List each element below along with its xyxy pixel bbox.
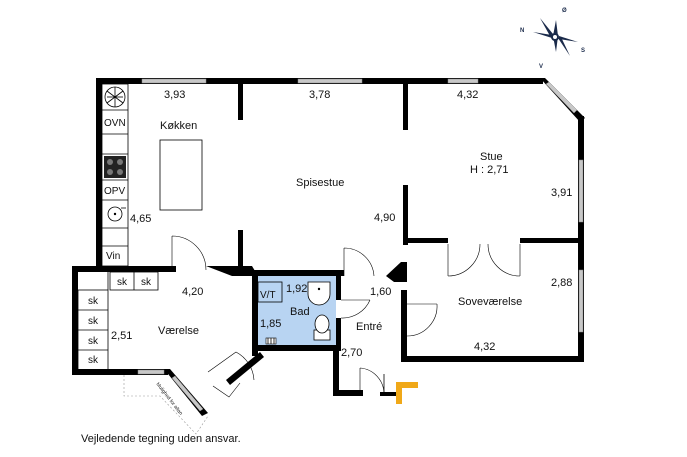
sink-icon [107, 206, 126, 222]
disclaimer: Vejledende tegning uden ansvar. [81, 433, 241, 445]
stove-icon [104, 156, 126, 178]
room-cabinets: sk sk sk sk sk sk [77, 271, 159, 371]
dim-living-depth: 3,91 [551, 187, 572, 199]
compass-o: Ø [562, 8, 567, 14]
toilet-icon [313, 314, 331, 341]
room-label-bath: Bad [290, 306, 310, 318]
dim-bedroom-depth: 2,88 [551, 277, 572, 289]
cabinet-label-2: sk [141, 277, 152, 288]
dim-room-depth: 2,51 [111, 330, 132, 342]
room-label-entry: Entré [356, 321, 382, 333]
dim-bedroom-width: 4,32 [474, 341, 495, 353]
room-label-room: Værelse [158, 325, 199, 337]
cabinet-label-3: sk [88, 296, 99, 307]
compass-s: S [581, 48, 585, 54]
entrance-arrow-icon [396, 382, 418, 404]
dim-dining-width: 3,78 [309, 89, 330, 101]
dim-entry-width: 1,60 [370, 286, 391, 298]
cabinet-label-6: sk [88, 355, 99, 366]
room-label-bedroom: Soveværelse [458, 296, 522, 308]
kitchen-fixtures: OVN OPV Vin [101, 83, 203, 267]
kitchen-island [159, 139, 203, 211]
dim-kitchen-depth: 4,65 [130, 213, 151, 225]
dim-room-width: 4,20 [182, 286, 203, 298]
cabinet-label-4: sk [88, 316, 99, 327]
room-label-living: Stue [480, 151, 503, 163]
bath-sink-icon [307, 281, 331, 306]
bathroom [257, 276, 336, 345]
wine-label: Vin [106, 251, 120, 262]
compass-icon: N Ø S V [520, 8, 585, 70]
dim-living-width: 4,32 [457, 89, 478, 101]
dim-bath-width: 1,92 [286, 283, 307, 295]
room-label-dining: Spisestue [296, 177, 344, 189]
oven-label: OVN [104, 118, 126, 129]
dishwasher-label: OPV [104, 186, 125, 197]
compass-v: V [539, 64, 543, 70]
hood-icon [104, 86, 126, 108]
dim-entry-depth: 2,70 [341, 347, 362, 359]
windows [137, 78, 584, 412]
floor-drain-icon [265, 337, 277, 345]
dim-bath-depth: 1,85 [260, 318, 281, 330]
cabinet-label-1: sk [117, 277, 128, 288]
room-label-kitchen: Køkken [160, 120, 197, 132]
doors [171, 235, 521, 398]
compass-n: N [520, 28, 524, 34]
cabinet-label-5: sk [88, 336, 99, 347]
room-label-living-height: H : 2,71 [470, 164, 509, 176]
washer-dryer-label: V/T [260, 290, 276, 301]
dim-dining-depth: 4,90 [374, 212, 395, 224]
walls [72, 78, 585, 416]
dim-kitchen-width: 3,93 [164, 89, 185, 101]
